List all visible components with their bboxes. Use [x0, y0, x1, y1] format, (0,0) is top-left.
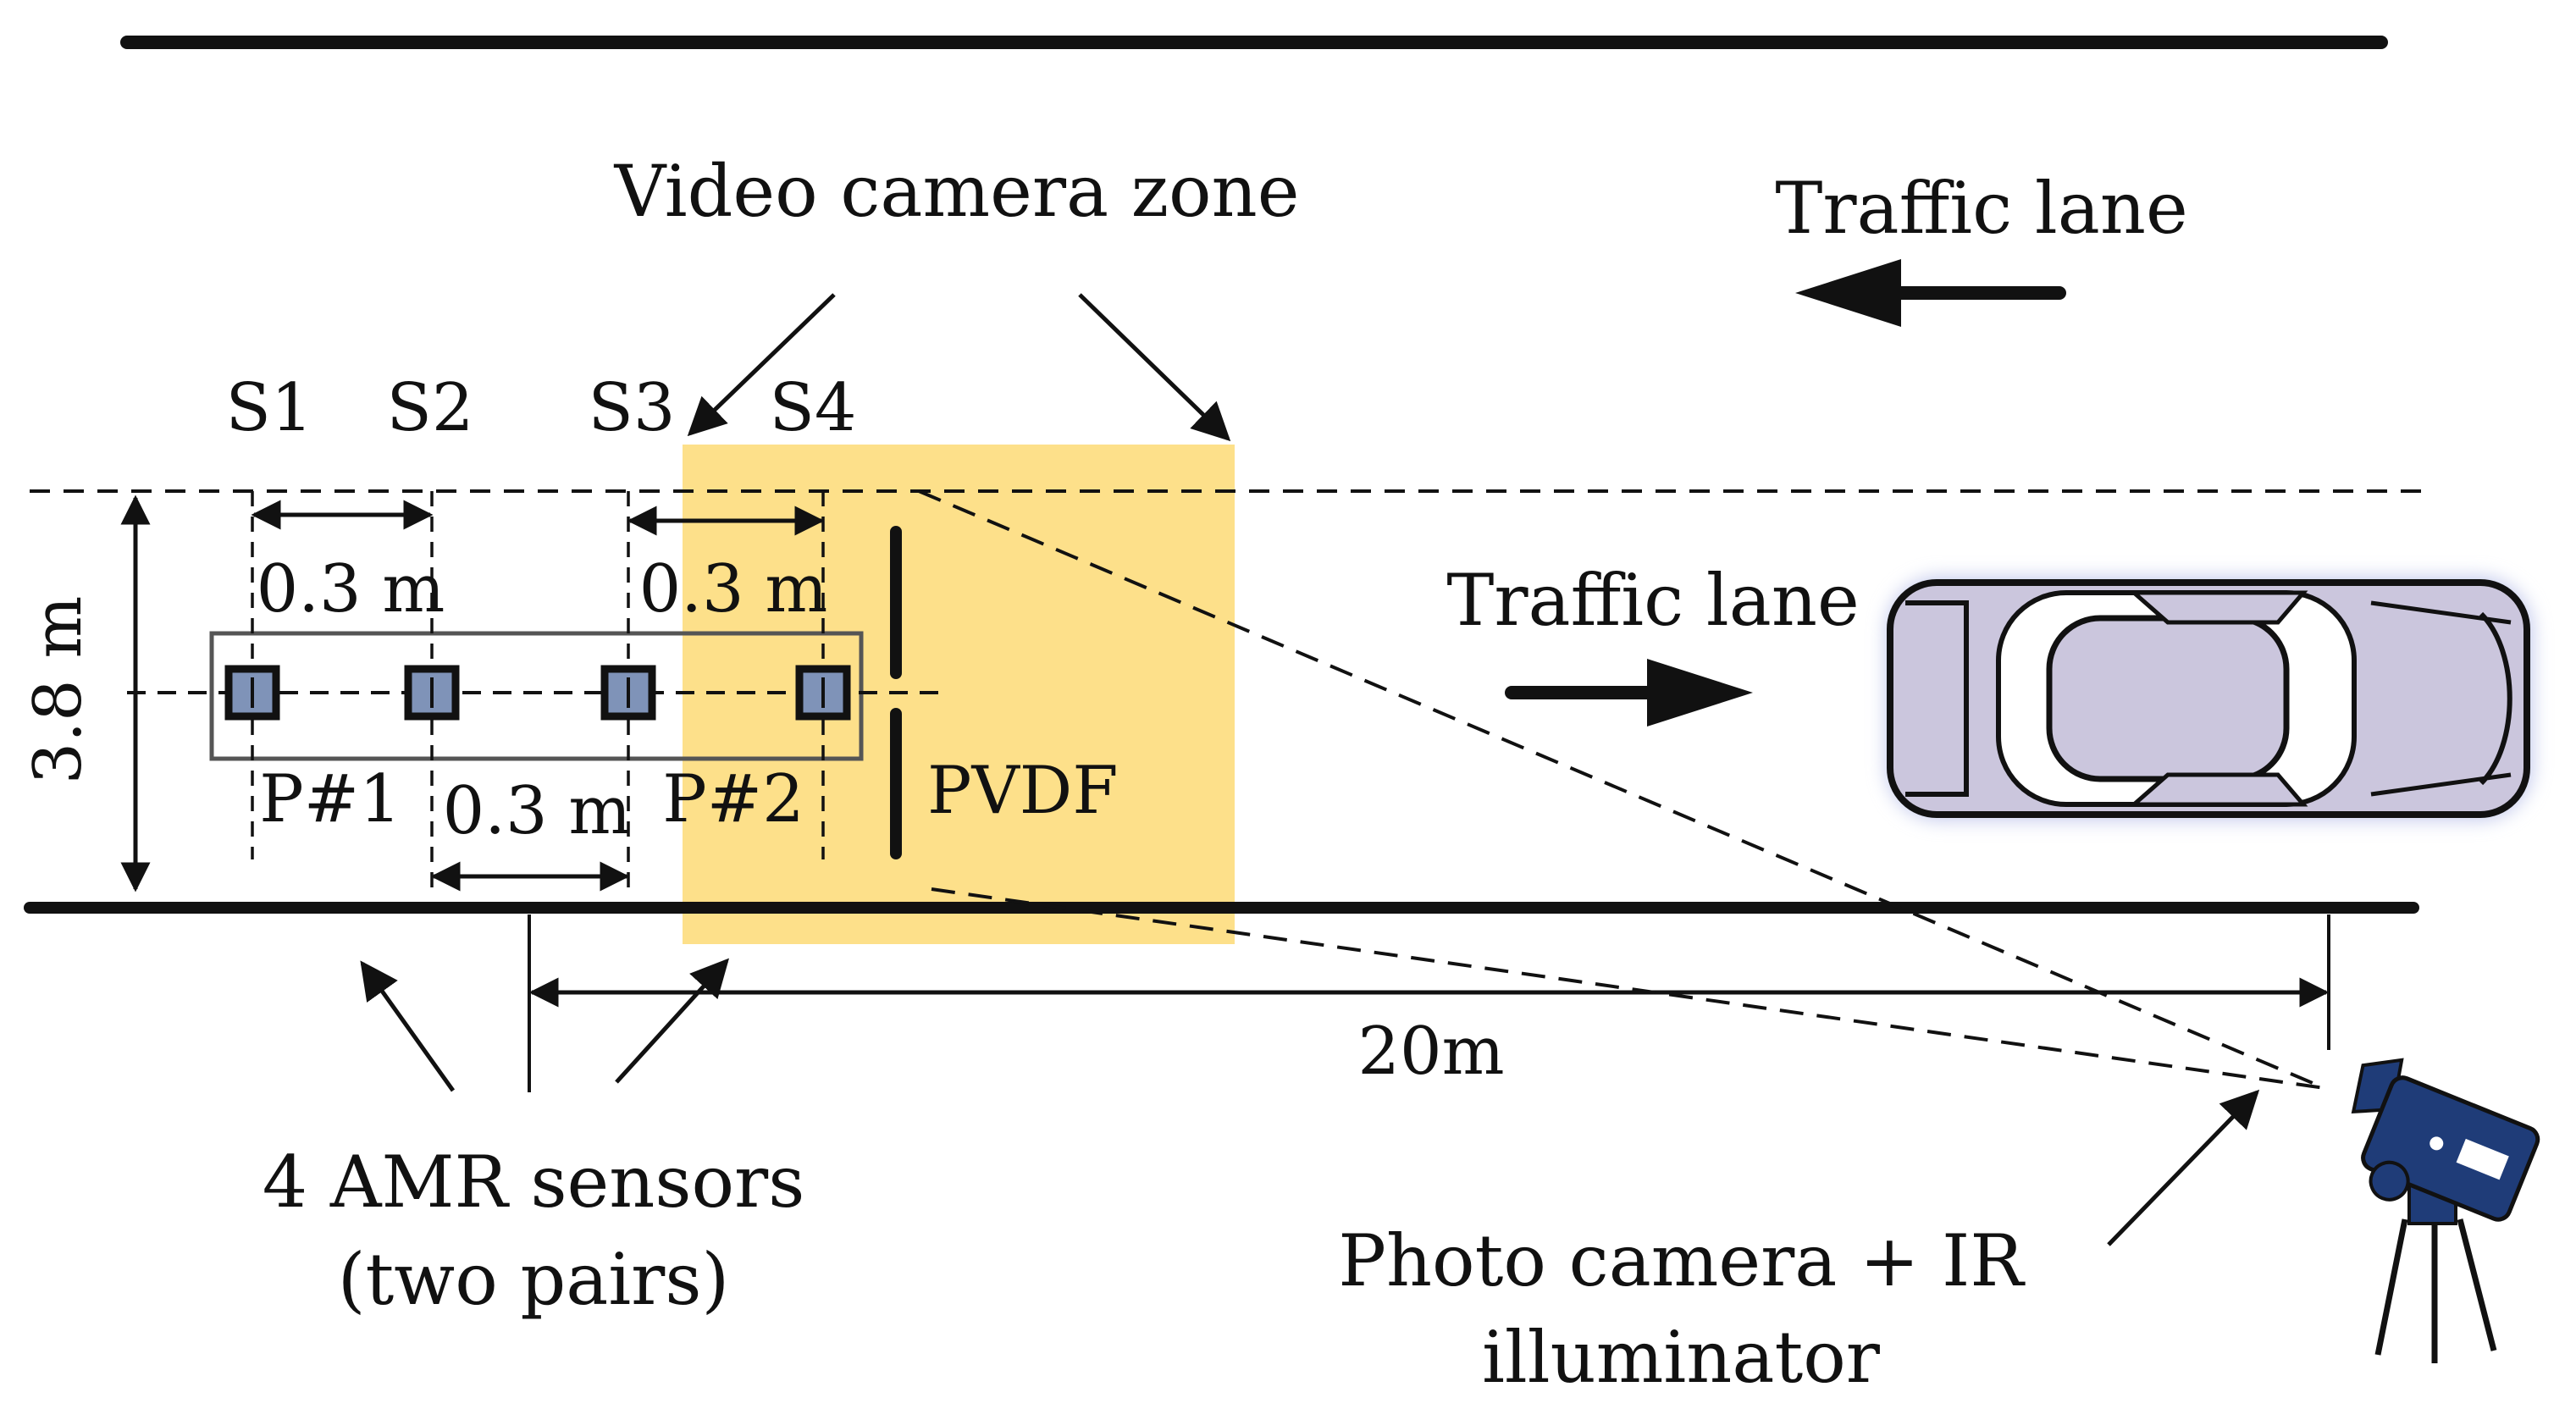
amr-sensor-s4	[795, 665, 851, 721]
amr-sensor-s3	[600, 665, 656, 721]
camera-sightline-upper	[918, 489, 2325, 1090]
distance-label: 20m	[1357, 1014, 1504, 1090]
gap-label-s1-s2: 0.3 m	[257, 551, 445, 627]
camera-sightline-lower	[931, 887, 2325, 1090]
amr-pointer-right	[615, 958, 730, 1084]
traffic-right-arrow	[1505, 659, 1753, 727]
pvdf-label: PVDF	[927, 753, 1118, 829]
sensor-label-s1: S1	[225, 370, 312, 446]
amr-sensor-s1	[224, 665, 280, 721]
sensor-label-s3: S3	[588, 370, 675, 446]
lane-width-label: 3.8 m	[20, 596, 97, 785]
sensor-group-box	[209, 631, 864, 761]
pair-label-2: P#2	[662, 761, 804, 837]
video-zone-pointer-left	[687, 293, 836, 437]
camera-label-line1: Photo camera + IR	[1338, 1219, 2026, 1302]
car-icon	[1885, 576, 2534, 821]
pair-label-1: P#1	[259, 761, 401, 837]
sensor-label-s2: S2	[386, 370, 473, 446]
gap-label-s2-s3: 0.3 m	[443, 773, 632, 849]
amr-pointer-left	[360, 960, 456, 1092]
video-zone-pointer-right	[1078, 293, 1231, 442]
camera-icon	[2351, 1058, 2540, 1363]
gap-label-s3-s4: 0.3 m	[639, 551, 828, 627]
camera-pointer	[2107, 1089, 2260, 1246]
amr-label-line1: 4 AMR sensors	[263, 1141, 805, 1224]
amr-label-line2: (two pairs)	[338, 1238, 729, 1321]
traffic-left-arrow	[1795, 259, 2066, 327]
traffic-lane-mid-label: Traffic lane	[1446, 559, 1859, 642]
traffic-lane-top-label: Traffic lane	[1775, 167, 2187, 250]
camera-label-line2: illuminator	[1482, 1316, 1881, 1399]
sensor-label-s4: S4	[769, 370, 856, 446]
amr-sensor-s2	[404, 665, 460, 721]
video-zone-label: Video camera zone	[614, 150, 1300, 233]
